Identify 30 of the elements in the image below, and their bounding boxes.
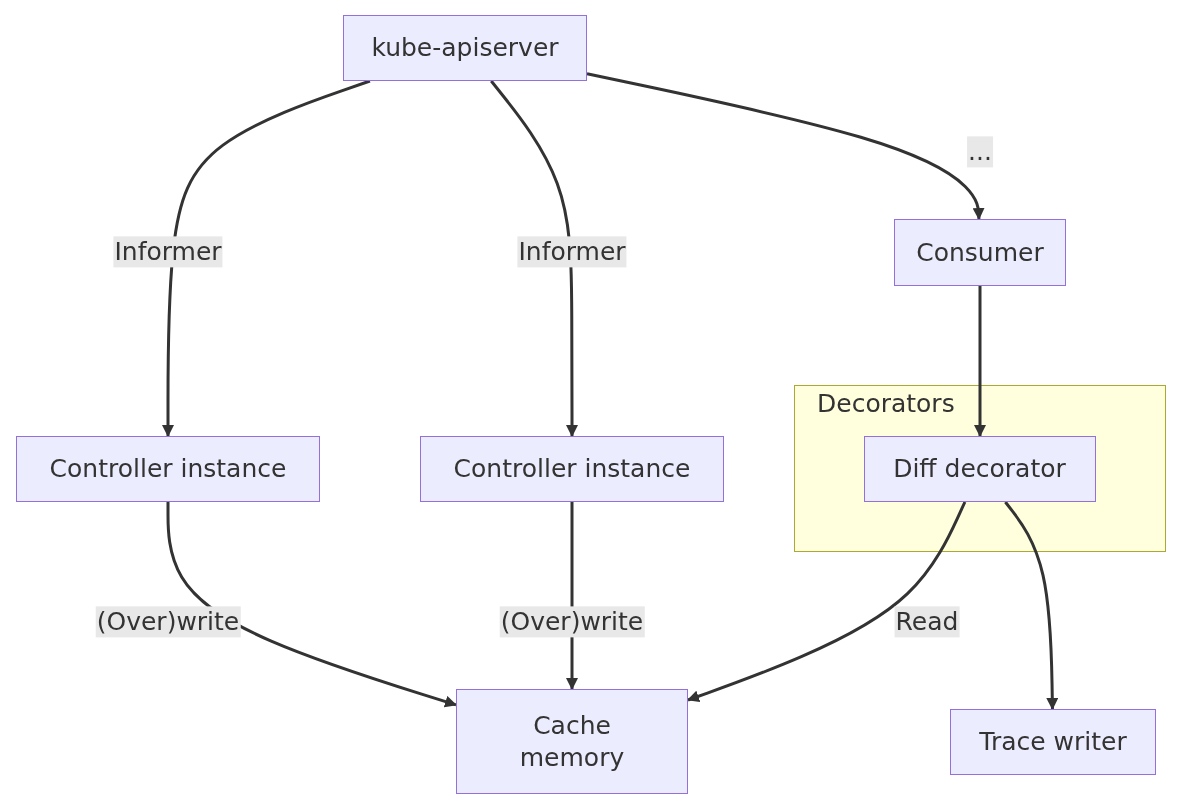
process-box	[894, 219, 1066, 286]
arrow	[974, 286, 986, 437]
node-label: Controller instance	[49, 453, 287, 485]
arrow	[1004, 501, 1059, 710]
arrow	[162, 79, 371, 437]
group-box	[794, 385, 1166, 552]
process-box	[950, 709, 1156, 775]
arrow	[490, 80, 578, 437]
process-box	[456, 689, 688, 794]
process-box	[343, 15, 587, 81]
arrow	[586, 72, 985, 220]
edge-label: ...	[967, 136, 993, 168]
group-title: Decorators	[817, 388, 955, 420]
process-box	[420, 436, 724, 502]
node-label: Cache	[533, 710, 611, 742]
node-label: Consumer	[916, 236, 1044, 269]
process-box	[16, 436, 320, 502]
node-label: Diff decorator	[893, 452, 1066, 485]
process-box	[863, 435, 1096, 502]
arrow	[687, 501, 967, 702]
edge-label: (Over)write	[95, 606, 241, 638]
node-label: Controller instance	[453, 453, 691, 485]
node-label: kube-apiserver	[371, 32, 559, 64]
edge-label: Informer	[113, 236, 223, 268]
node-label: Trace writer	[979, 726, 1127, 758]
arrow	[166, 502, 457, 708]
edge-label: Read	[894, 606, 960, 638]
edge-label: (Over)write	[499, 606, 645, 638]
node-label: memory	[519, 741, 625, 773]
edge-label: Informer	[517, 236, 627, 268]
